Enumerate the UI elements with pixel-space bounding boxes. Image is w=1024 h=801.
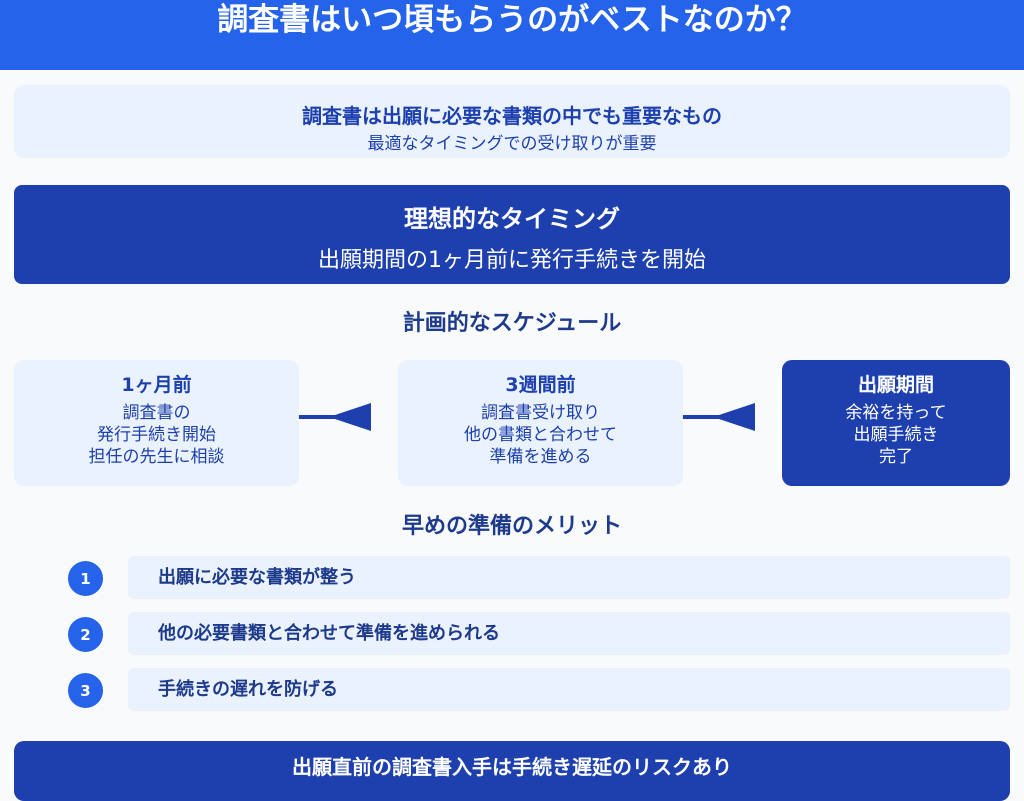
intro-card: 調査書は出願に必要な書類の中でも重要なもの 最適なタイミングでの受け取りが重要 [14,85,1010,158]
merit-number-badge: 1 [68,561,103,596]
intro-headline: 調査書は出願に必要な書類の中でも重要なもの [302,104,722,128]
step-line: 担任の先生に相談 [88,447,225,467]
schedule-heading: 計画的なスケジュール [402,311,622,336]
schedule-step-2: 3週間前 調査書受け取り 他の書類と合わせて 準備を進める [398,360,683,486]
step-title: 3週間前 [505,374,576,396]
merit-item: 手続きの遅れを防げる [128,668,1010,711]
step-title: 出願期間 [857,374,934,396]
arrow-left-icon [299,403,371,431]
risk-warning-card: 出願直前の調査書入手は手続き遅延のリスクあり [14,741,1010,801]
step-title: 1ヶ月前 [121,374,192,396]
merit-item: 他の必要書類と合わせて準備を進められる [128,612,1010,655]
schedule-step-3: 出願期間 余裕を持って 出願手続き 完了 [782,360,1010,486]
merit-item: 出願に必要な書類が整う [128,556,1010,599]
intro-subline: 最適なタイミングでの受け取りが重要 [367,134,657,154]
step-line: 他の書類と合わせて [464,425,617,445]
step-line: 準備を進める [489,447,592,467]
schedule-step-1: 1ヶ月前 調査書の 発行手続き開始 担任の先生に相談 [14,360,299,486]
step-line: 調査書受け取り [481,403,600,423]
ideal-timing-title: 理想的なタイミング [404,205,620,233]
step-line: 余裕を持って [845,403,947,423]
arrow-left-icon [683,403,755,431]
step-line: 調査書の [122,403,191,423]
step-line: 出願手続き [853,425,939,445]
merit-number-badge: 2 [68,617,103,652]
merits-heading: 早めの準備のメリット [401,514,622,539]
merit-number-badge: 3 [68,673,103,708]
header-banner: 調査書はいつ頃もらうのがベストなのか？ [0,0,1024,70]
page-title: 調査書はいつ頃もらうのがベストなのか？ [217,2,807,38]
ideal-timing-subtitle: 出願期間の1ヶ月前に発行手続きを開始 [318,248,706,273]
step-line: 完了 [879,447,913,467]
step-line: 発行手続き開始 [97,425,216,445]
ideal-timing-card: 理想的なタイミング 出願期間の1ヶ月前に発行手続きを開始 [14,185,1010,284]
